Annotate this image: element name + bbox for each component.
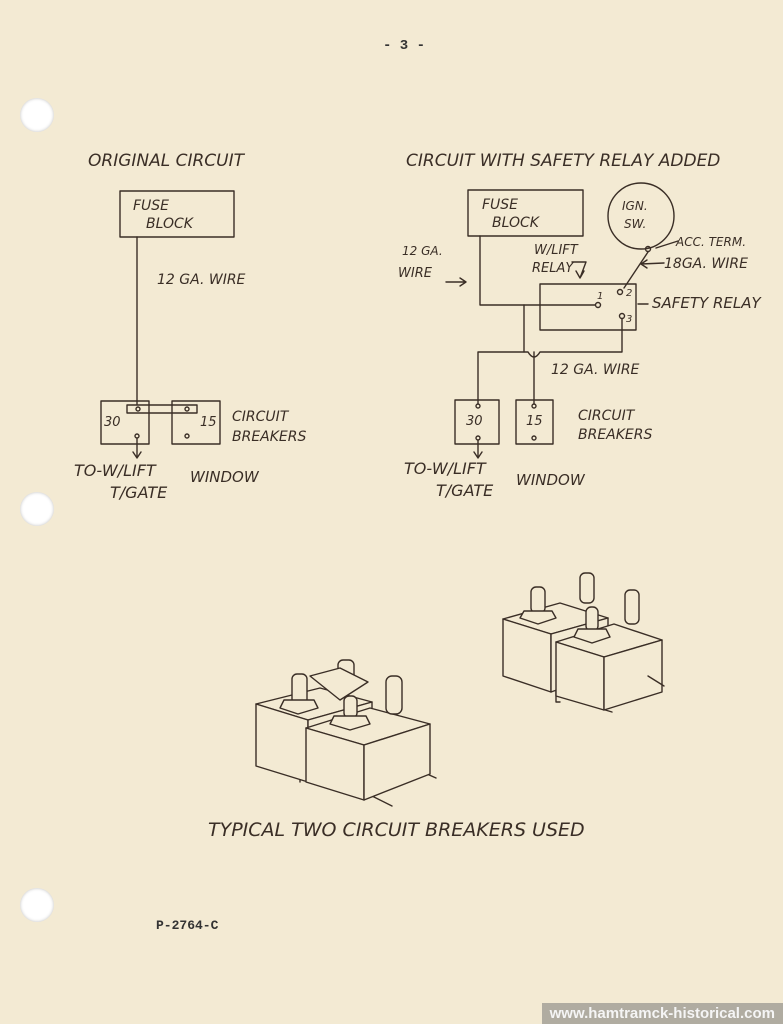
wire-18-arrow [640, 259, 665, 269]
relay-terminal-2-label: 2 [626, 288, 632, 299]
jumper-bar [126, 404, 198, 414]
fuse-block-label-line1: FUSE [133, 198, 169, 214]
wlift-relay-label-line1: W/LIFT [534, 243, 579, 258]
breaker-30-label: 30 [466, 414, 483, 429]
breaker-30-box [454, 399, 500, 445]
circuit-breakers-label-line1: CIRCUIT [232, 409, 290, 425]
wire-12-bottom-label: 12 GA. WIRE [551, 362, 640, 378]
circuit-breaker-drawing [502, 572, 665, 713]
wire-12-left-label-line2: WIRE [398, 266, 433, 281]
binder-hole [20, 98, 54, 132]
wire-18-label: 18GA. WIRE [664, 256, 748, 272]
relay-terminal-3-label: 3 [626, 314, 632, 325]
wlift-relay-label-line2: RELAY [532, 261, 574, 276]
ignition-switch-circle [607, 182, 675, 250]
ign-sw-label-line2: SW. [624, 217, 646, 231]
ign-sw-label-line1: IGN. [622, 199, 648, 213]
page-number: - 3 - [383, 38, 426, 54]
binder-hole [20, 888, 54, 922]
original-circuit-diagram: ORIGINAL CIRCUIT FUSE BLOCK 12 GA. WIRE … [74, 151, 307, 502]
circuit-breakers-label-line1: CIRCUIT [578, 408, 636, 424]
to-label-line2: T/GATE [110, 483, 168, 502]
wire-12-left-label-line1: 12 GA. [402, 244, 443, 258]
relay-terminal-2 [616, 288, 624, 296]
breaker-15-box [515, 399, 554, 445]
terminal [531, 403, 537, 409]
terminal [135, 406, 141, 412]
to-label-line1: TO-W/LIFT [404, 459, 487, 478]
breaker-30-label: 30 [104, 415, 121, 430]
circuit-breakers-label-line2: BREAKERS [232, 429, 307, 445]
output-arrow [132, 437, 142, 459]
safety-relay-label: SAFETY RELAY [652, 294, 762, 312]
circuit-breaker-drawing [255, 659, 437, 807]
acc-pointer [655, 240, 679, 249]
document-code: P-2764-C [156, 918, 219, 933]
output-arrow [473, 439, 483, 459]
fuse-block-label-line2: BLOCK [492, 215, 541, 231]
breaker-15-label: 15 [526, 414, 543, 429]
acc-term-label: ACC. TERM. [675, 235, 746, 249]
binder-hole [20, 492, 54, 526]
relay-terminal-1-label: 1 [597, 291, 603, 302]
watermark: www.hamtramck-historical.com [541, 1003, 783, 1024]
fuse-block-box [467, 189, 584, 237]
relay-circuit-title: CIRCUIT WITH SAFETY RELAY ADDED [406, 151, 720, 171]
acc-wire [623, 251, 649, 289]
fuse-block-box [119, 190, 235, 238]
to-label-line1: TO-W/LIFT [74, 461, 157, 480]
terminal [531, 435, 537, 441]
relay-terminal-1 [594, 301, 602, 309]
fuse-to-relay-wire [479, 235, 596, 306]
wire-label: 12 GA. WIRE [157, 272, 246, 288]
feed-to-breaker-30 [477, 304, 525, 405]
wire-12-arrow [445, 277, 467, 287]
relay-terminal-3 [618, 312, 626, 320]
fuse-block-label-line2: BLOCK [146, 216, 195, 232]
window-label: WINDOW [190, 468, 260, 486]
safety-relay-box [539, 283, 637, 331]
breaker-15-label: 15 [200, 415, 217, 430]
relay-circuit-diagram: CIRCUIT WITH SAFETY RELAY ADDED FUSE BLO… [398, 151, 762, 500]
fuse-block-label-line1: FUSE [482, 197, 518, 213]
terminal [475, 403, 481, 409]
to-label-line2: T/GATE [436, 481, 494, 500]
terminal [184, 406, 190, 412]
relay-to-breaker-15-wire [523, 318, 623, 358]
circuit-breakers-label-line2: BREAKERS [578, 427, 653, 443]
original-circuit-title: ORIGINAL CIRCUIT [88, 151, 246, 171]
window-label: WINDOW [516, 471, 586, 489]
wlift-relay-arrow [571, 261, 587, 279]
figure-caption: TYPICAL TWO CIRCUIT BREAKERS USED [208, 819, 585, 841]
terminal [184, 433, 190, 439]
breaker-30-box [100, 400, 150, 445]
breaker-15-box [171, 400, 221, 445]
